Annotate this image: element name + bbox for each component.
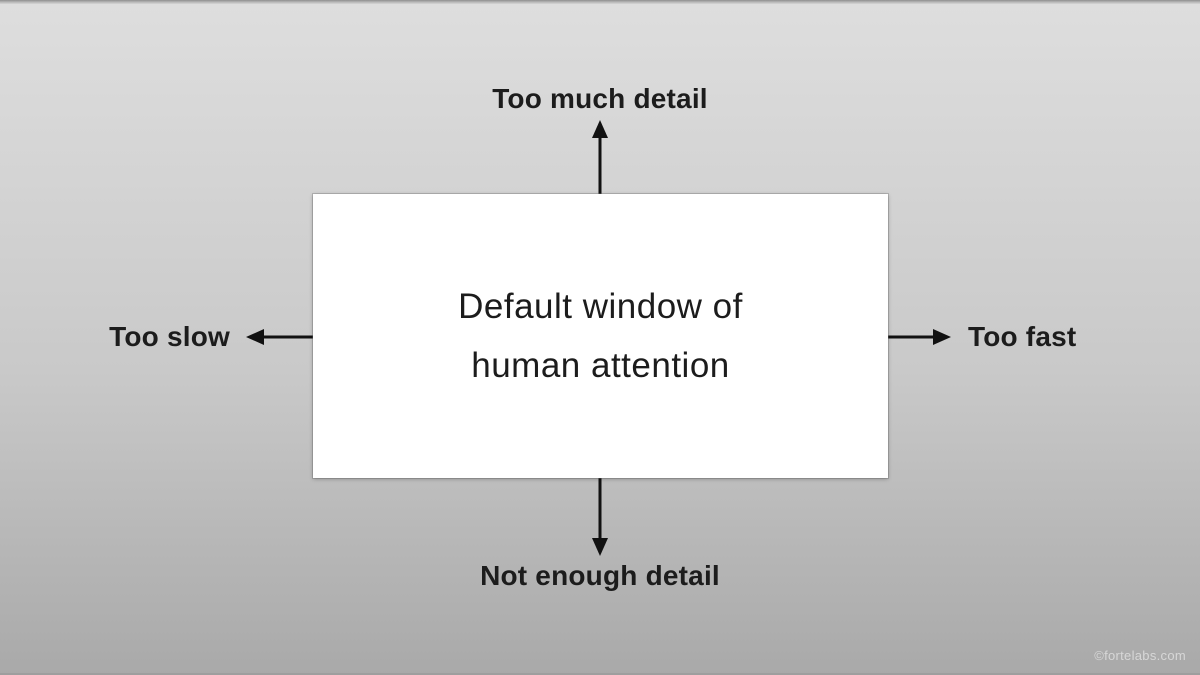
watermark: ©fortelabs.com: [1094, 648, 1186, 663]
label-too-slow: Too slow: [109, 321, 230, 352]
center-box: Default window of human attention: [313, 194, 888, 478]
bottom-edge-strip: [0, 673, 1200, 675]
top-edge-strip: [0, 0, 1200, 4]
arrow-right-icon: [888, 329, 951, 345]
label-too-fast: Too fast: [968, 321, 1077, 352]
center-box-text: Default window of human attention: [458, 277, 743, 395]
label-not-enough-detail: Not enough detail: [480, 560, 720, 591]
center-box-line2: human attention: [471, 346, 730, 385]
label-too-much-detail: Too much detail: [492, 83, 708, 114]
arrow-down-icon: [592, 478, 608, 556]
arrow-up-icon: [592, 120, 608, 194]
center-box-line1: Default window of: [458, 287, 743, 326]
arrow-left-icon: [246, 329, 313, 345]
